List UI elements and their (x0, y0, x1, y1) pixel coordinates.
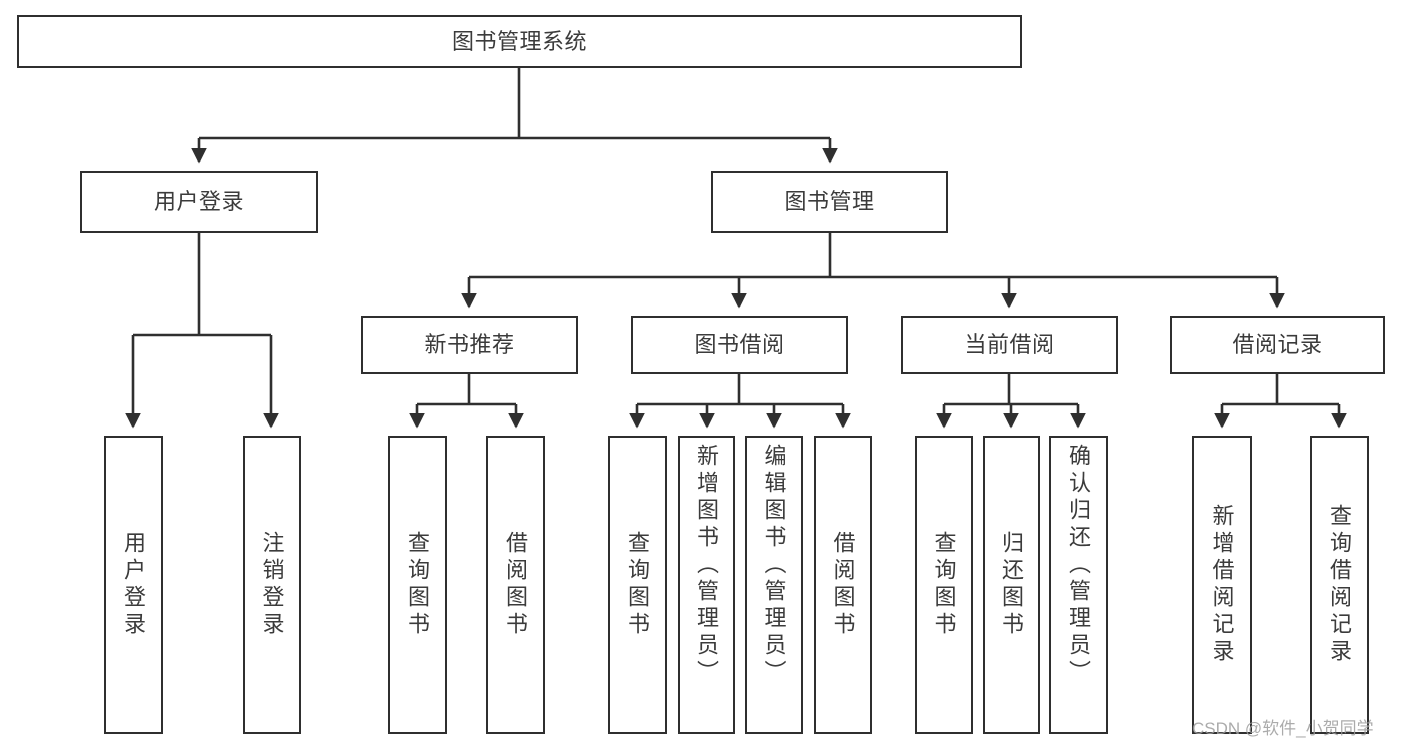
node-leaf-add-record-label: 新增借阅记录 (1209, 504, 1235, 666)
node-leaf-return-book-label: 归还图书 (999, 531, 1025, 639)
node-leaf-return-book[interactable]: 归还图书 (983, 436, 1040, 734)
node-leaf-add-book[interactable]: 新增图书（管理员） (678, 436, 735, 734)
node-leaf-borrow-book-rec[interactable]: 借阅图书 (486, 436, 545, 734)
node-book-borrow-label: 图书借阅 (694, 332, 785, 358)
node-borrow-record[interactable]: 借阅记录 (1170, 316, 1385, 374)
node-new-book-rec[interactable]: 新书推荐 (361, 316, 578, 374)
node-leaf-query-record[interactable]: 查询借阅记录 (1310, 436, 1369, 734)
node-leaf-query-book-rec-label: 查询图书 (405, 531, 431, 639)
node-leaf-query-book-cur-label: 查询图书 (931, 531, 957, 639)
node-book-borrow[interactable]: 图书借阅 (631, 316, 848, 374)
node-leaf-edit-book-label: 编辑图书（管理员） (761, 444, 787, 687)
node-leaf-query-book-rec[interactable]: 查询图书 (388, 436, 447, 734)
node-leaf-edit-book[interactable]: 编辑图书（管理员） (745, 436, 803, 734)
node-leaf-confirm-return-label: 确认归还（管理员） (1066, 444, 1092, 687)
node-leaf-user-login-label: 用户登录 (121, 531, 147, 639)
node-leaf-query-book-borrow[interactable]: 查询图书 (608, 436, 667, 734)
node-leaf-add-record[interactable]: 新增借阅记录 (1192, 436, 1252, 734)
node-root[interactable]: 图书管理系统 (17, 15, 1022, 68)
node-root-label: 图书管理系统 (451, 28, 587, 54)
node-book-manage[interactable]: 图书管理 (711, 171, 948, 233)
watermark: CSDN @软件_小贺同学 (1192, 719, 1374, 738)
node-borrow-record-label: 借阅记录 (1232, 332, 1323, 358)
node-leaf-query-book-borrow-label: 查询图书 (625, 531, 651, 639)
node-leaf-user-logout-label: 注销登录 (259, 531, 285, 639)
node-leaf-borrow-book-rec-label: 借阅图书 (503, 531, 529, 639)
node-leaf-user-login[interactable]: 用户登录 (104, 436, 163, 734)
node-leaf-user-logout[interactable]: 注销登录 (243, 436, 301, 734)
node-user-login-label: 用户登录 (153, 189, 244, 215)
node-current-borrow[interactable]: 当前借阅 (901, 316, 1118, 374)
node-book-manage-label: 图书管理 (784, 189, 875, 215)
node-leaf-borrow-book[interactable]: 借阅图书 (814, 436, 872, 734)
node-leaf-query-record-label: 查询借阅记录 (1327, 504, 1353, 666)
node-user-login[interactable]: 用户登录 (80, 171, 318, 233)
node-leaf-borrow-book-label: 借阅图书 (830, 531, 856, 639)
node-leaf-add-book-label: 新增图书（管理员） (694, 444, 720, 687)
node-leaf-query-book-cur[interactable]: 查询图书 (915, 436, 973, 734)
node-new-book-rec-label: 新书推荐 (424, 332, 515, 358)
node-leaf-confirm-return[interactable]: 确认归还（管理员） (1049, 436, 1108, 734)
node-current-borrow-label: 当前借阅 (964, 332, 1055, 358)
